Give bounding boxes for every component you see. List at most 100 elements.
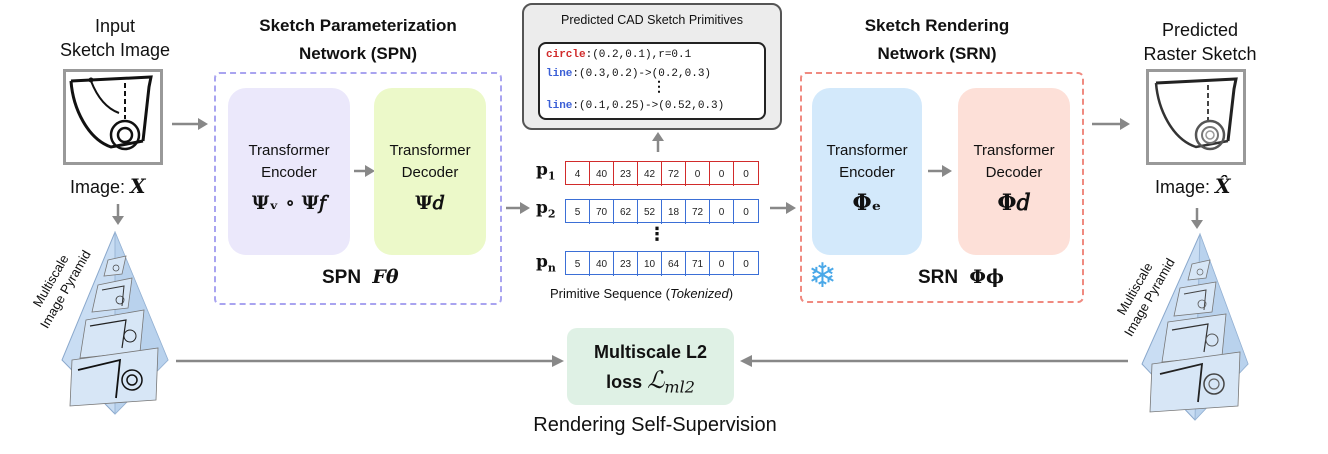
token-cell: 0 (710, 200, 734, 224)
arrow-output-to-pyramid (1191, 208, 1203, 229)
sequence-row-1-label: p1 (536, 160, 556, 182)
srn-encoder-math: Φₑ (852, 190, 882, 216)
loss-line1: Multiscale L2 (593, 342, 708, 362)
sequence-row-n-sub: n (547, 261, 556, 275)
token-cell: 71 (686, 252, 710, 276)
input-image-label: Image: (70, 177, 131, 197)
input-image-pyramid (61, 230, 169, 415)
input-title: Input Sketch Image (40, 14, 190, 62)
spn-encoder-label-line1: Transformer (248, 142, 330, 159)
token-cell: 4 (566, 162, 590, 186)
token-cell: 72 (662, 162, 686, 186)
srn-title-line2: Network (SRN) (877, 44, 997, 63)
input-title-line1: Input (94, 16, 136, 36)
snowflake-icon: ❄ (808, 257, 837, 295)
token-cell: 40 (590, 252, 614, 276)
spn-footer-abbrev: SPN (322, 267, 362, 288)
primitive-rest-1: :(0.2,0.1),r=0.1 (585, 49, 692, 61)
sequence-row-2-sub: 2 (547, 207, 556, 221)
primitive-rest-2: :(0.3,0.2)->(0.2,0.3) (572, 68, 712, 80)
token-cell: 62 (614, 200, 638, 224)
output-sketch-image (1146, 69, 1246, 165)
output-image-pyramid (1141, 232, 1249, 421)
srn-title-line1: Sketch Rendering (864, 16, 1010, 35)
srn-decoder-math: Φ𝑑 (997, 190, 1031, 216)
loss-line2-wrap: loss ℒml2 (567, 366, 734, 397)
spn-encoder-label-line2: Encoder (261, 164, 317, 181)
spn-title-line1: Sketch Parameterization (259, 16, 457, 35)
output-image-caption: Image: X̂ (1155, 174, 1231, 198)
arrow-sequence-to-srn (770, 202, 796, 214)
output-image-var: X̂ (1215, 174, 1231, 198)
input-sketch-image (63, 69, 163, 165)
output-title-line1: Predicted (1161, 20, 1239, 40)
srn-title: Sketch Rendering Network (SRN) (812, 12, 1062, 68)
primitive-keyword-3: line (546, 100, 573, 112)
spn-container (214, 72, 502, 305)
sequence-row-1-sub: 1 (547, 169, 556, 183)
sequence-row-1-letter: p (536, 160, 548, 180)
token-cell: 0 (686, 162, 710, 186)
arrow-spn-to-sequence (506, 202, 530, 214)
sequence-row-n: 5 40 23 10 64 71 0 0 (565, 251, 759, 276)
token-cell: 40 (590, 162, 614, 186)
spn-footer-math: 𝑭θ (372, 266, 399, 288)
primitive-rest-3: :(0.1,0.25)->(0.52,0.3) (572, 100, 725, 112)
srn-encoder-block: Transformer Encoder Φₑ (812, 88, 922, 255)
spn-title-line2: Network (SPN) (298, 44, 418, 63)
arrow-right-pyramid-to-loss (740, 355, 1128, 367)
arrow-left-pyramid-to-loss (176, 355, 564, 367)
spn-encoder-math: Ψᵥ ∘ Ψ𝑓 (251, 192, 327, 214)
srn-decoder-label-line2: Decoder (985, 164, 1043, 181)
primitives-title: Predicted CAD Sketch Primitives (560, 13, 743, 27)
srn-decoder-label: Transformer Decoder (958, 140, 1070, 184)
spn-decoder-label-line2: Decoder (401, 164, 459, 181)
token-cell: 42 (638, 162, 662, 186)
sequence-ellipsis: ⋮ (648, 224, 666, 244)
srn-footer-math: Φϕ (969, 266, 1004, 288)
arrow-srn-encoder-to-decoder (928, 165, 952, 177)
token-cell: 23 (614, 252, 638, 276)
srn-encoder-label-line1: Transformer (826, 142, 908, 159)
srn-footer-abbrev: SRN (918, 267, 959, 288)
primitives-code-box: circle:(0.2,0.1),r=0.1 line:(0.3,0.2)->(… (538, 42, 766, 120)
input-image-caption: Image: X (70, 174, 146, 198)
token-cell: 0 (743, 258, 749, 270)
loss-block: Multiscale L2 loss ℒml2 (567, 328, 734, 405)
primitive-keyword-2: line (546, 68, 573, 80)
sequence-row-n-letter: p (536, 252, 548, 272)
token-cell: 18 (662, 200, 686, 224)
spn-footer: SPN 𝑭θ (322, 266, 399, 289)
spn-encoder-label: Transformer Encoder (228, 140, 350, 184)
token-cell: 70 (590, 200, 614, 224)
loss-line2: loss (606, 372, 648, 392)
token-cell: 0 (710, 162, 734, 186)
loss-math-sub: ml2 (664, 377, 695, 397)
srn-encoder-label-line2: Encoder (839, 164, 895, 181)
token-cell: 52 (638, 200, 662, 224)
spn-decoder-label-line1: Transformer (389, 142, 471, 159)
primitive-line-2: line:(0.3,0.2)->(0.2,0.3) (546, 68, 711, 80)
token-cell: 5 (566, 200, 590, 224)
primitives-panel: Predicted CAD Sketch Primitives circle:(… (522, 3, 782, 130)
srn-container (800, 72, 1084, 303)
loss-math: ℒ (647, 366, 665, 394)
srn-decoder-block: Transformer Decoder Φ𝑑 (958, 88, 1070, 255)
arrow-srn-to-output (1092, 118, 1130, 130)
srn-footer: SRN Φϕ (918, 266, 1004, 289)
sequence-caption: Primitive Sequence (Tokenized) (550, 286, 733, 301)
srn-encoder-label: Transformer Encoder (812, 140, 922, 184)
token-cell: 72 (686, 200, 710, 224)
input-title-line2: Sketch Image (59, 40, 171, 60)
token-cell: 23 (614, 162, 638, 186)
output-image-label: Image: (1155, 177, 1216, 197)
token-cell: 10 (638, 252, 662, 276)
primitive-keyword-1: circle (546, 49, 586, 61)
srn-decoder-label-line1: Transformer (973, 142, 1055, 159)
arrow-sequence-to-primitives (652, 132, 664, 152)
sequence-row-n-label: pn (536, 252, 556, 274)
sequence-row-2-label: p2 (536, 198, 556, 220)
arrow-input-to-pyramid (112, 204, 124, 225)
sequence-row-2-letter: p (536, 198, 548, 218)
token-cell: 64 (662, 252, 686, 276)
